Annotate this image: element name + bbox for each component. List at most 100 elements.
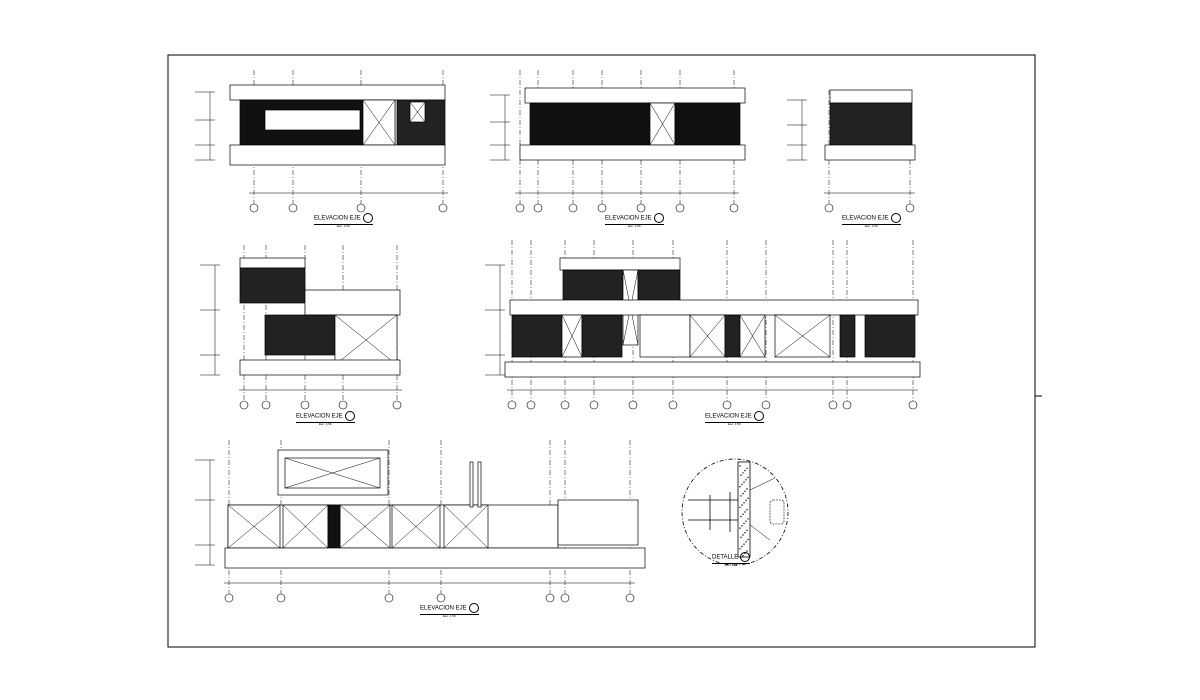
concrete-hatch <box>739 465 741 467</box>
outline <box>509 299 919 316</box>
axis-bubble-icon <box>344 411 355 421</box>
axis-bubble <box>761 400 771 410</box>
axis-bubble <box>356 203 366 213</box>
outline <box>829 89 913 104</box>
concrete-hatch <box>742 492 744 495</box>
view-scale: Esc. 1:50 <box>628 224 641 228</box>
dark-panel <box>327 504 341 549</box>
concrete-hatch <box>740 536 742 538</box>
concrete-hatch <box>745 541 747 543</box>
line-work <box>689 314 726 358</box>
dark-panel <box>581 314 623 358</box>
concrete-hatch <box>739 527 741 529</box>
view-scale: Esc. 1:50 <box>443 614 456 618</box>
concrete-hatch <box>741 525 743 527</box>
concrete-hatch <box>741 545 743 548</box>
dark-panel <box>839 314 856 358</box>
axis-bubble <box>276 593 286 603</box>
sheet-border <box>167 54 1036 648</box>
concrete-hatch <box>747 476 749 479</box>
view-title-2: ELEVACION EJE Esc. 1:50 <box>605 213 664 228</box>
line-work <box>284 457 381 489</box>
line-work <box>739 314 766 358</box>
concrete-hatch <box>746 550 748 552</box>
concrete-hatch <box>742 534 744 536</box>
axis-bubble <box>589 400 599 410</box>
concrete-hatch <box>739 486 741 488</box>
view-scale: Esc. 1:50 <box>319 422 332 426</box>
line-work <box>391 504 441 549</box>
foundation <box>239 359 401 376</box>
line-work <box>774 314 831 358</box>
line-work <box>561 314 583 358</box>
axis-bubble <box>842 400 852 410</box>
view-title-text: ELEVACION EJE <box>296 413 343 420</box>
axis-bubble <box>438 203 448 213</box>
line-work <box>443 504 489 549</box>
concrete-hatch <box>746 467 748 469</box>
axis-bubble-icon <box>653 213 664 223</box>
line-work <box>409 101 426 123</box>
concrete-hatch <box>747 497 749 499</box>
concrete-hatch <box>740 515 742 518</box>
concrete-hatch <box>744 532 746 534</box>
concrete-hatch <box>746 529 748 532</box>
view-scale: Esc. 1:50 <box>337 224 350 228</box>
axis-bubble <box>338 400 348 410</box>
axis-bubble <box>545 593 555 603</box>
detail-drawing <box>681 458 789 566</box>
line-work <box>339 504 391 549</box>
axis-bubble <box>300 400 310 410</box>
outline <box>264 109 361 131</box>
axis-bubble <box>828 400 838 410</box>
axis-bubble-icon <box>890 213 901 223</box>
dark-panel <box>239 267 306 304</box>
outline <box>559 257 681 271</box>
detail-scale: Esc. 1:10 <box>724 563 738 567</box>
line-work <box>227 504 281 549</box>
foundation <box>224 547 646 569</box>
concrete-hatch <box>739 548 741 550</box>
view-title-text: ELEVACION EJE <box>605 215 652 222</box>
line-work <box>649 102 676 146</box>
axis-bubble-icon <box>362 213 373 223</box>
outline <box>557 499 639 546</box>
axis-bubble <box>507 400 517 410</box>
foundation <box>519 144 746 161</box>
outline <box>239 257 306 269</box>
outline <box>524 87 746 104</box>
concrete-hatch <box>739 506 741 509</box>
detail-title: DETALLE Esc. 1:10 <box>712 552 751 567</box>
axis-bubble <box>224 593 234 603</box>
axis-bubble <box>675 203 685 213</box>
concrete-hatch <box>742 513 744 515</box>
axis-bubble <box>249 203 259 213</box>
axis-bubble <box>636 203 646 213</box>
concrete-hatch <box>743 481 745 483</box>
axis-bubble-icon <box>468 603 479 613</box>
axis-bubble <box>239 400 249 410</box>
outline <box>469 461 474 508</box>
line-work <box>282 504 329 549</box>
dark-panel <box>529 102 651 146</box>
axis-bubble <box>729 203 739 213</box>
outline <box>229 84 446 101</box>
concrete-hatch <box>746 509 748 511</box>
axis-bubble <box>288 203 298 213</box>
axis-bubble <box>515 203 525 213</box>
dark-panel <box>637 269 681 303</box>
view-title-text: ELEVACION EJE <box>842 215 889 222</box>
axis-bubble <box>625 593 635 603</box>
axis-bubble <box>722 400 732 410</box>
axis-bubble <box>392 400 402 410</box>
detail-title-text: DETALLE <box>712 554 739 561</box>
foundation <box>824 144 916 161</box>
foundation <box>229 144 446 166</box>
axis-bubble <box>261 400 271 410</box>
concrete-hatch <box>745 499 747 502</box>
dark-panel <box>674 102 741 146</box>
concrete-hatch <box>743 502 745 504</box>
view-title-text: ELEVACION EJE <box>420 605 467 612</box>
